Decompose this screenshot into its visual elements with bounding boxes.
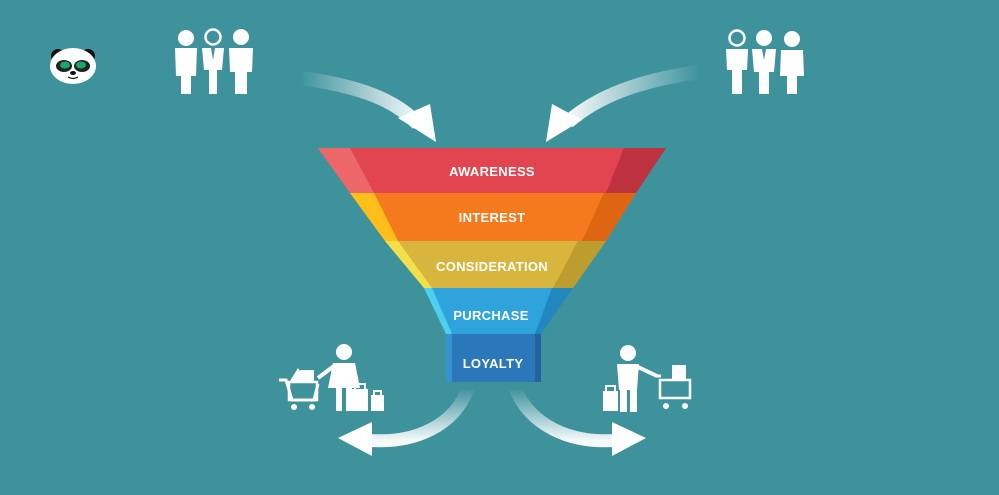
funnel-stage-interest-band: [350, 193, 636, 241]
funnel-stage-awareness-label: AWARENESS: [449, 164, 535, 179]
arrow-out-right-icon: [508, 385, 646, 456]
funnel-stage-consideration-label: CONSIDERATION: [436, 259, 548, 274]
funnel-stage-interest-label: INTEREST: [459, 210, 526, 225]
shopper-with-cart-left-icon: [279, 344, 384, 411]
arrow-out-left-icon: [338, 385, 475, 456]
funnel-stage-loyalty-label: LOYALTY: [463, 356, 524, 371]
arrow-in-right-icon: [546, 65, 701, 142]
funnel-stage-loyalty: LOYALTY: [446, 334, 541, 382]
funnel-stage-awareness-band: [318, 148, 666, 193]
funnel-stage-purchase: PURCHASE: [424, 288, 573, 334]
arrow-in-left-icon: [299, 71, 436, 142]
funnel-stage-consideration: CONSIDERATION: [385, 241, 606, 288]
panda-logo-icon: [50, 48, 96, 84]
funnel-stage-purchase-label: PURCHASE: [453, 308, 528, 323]
funnel-stage-awareness: AWARENESS: [318, 148, 666, 193]
funnel: AWARENESS INTEREST CONSIDERATION PURCHAS…: [318, 148, 666, 382]
funnel-stage-interest: INTEREST: [350, 193, 636, 241]
shopper-with-cart-right-icon: [603, 345, 692, 412]
funnel-stage-loyalty-band: [446, 334, 541, 382]
people-group-left-icon: [175, 28, 253, 94]
funnel-stage-purchase-band: [424, 288, 573, 334]
funnel-stage-consideration-band: [385, 241, 606, 288]
people-group-right-icon: [726, 29, 804, 94]
